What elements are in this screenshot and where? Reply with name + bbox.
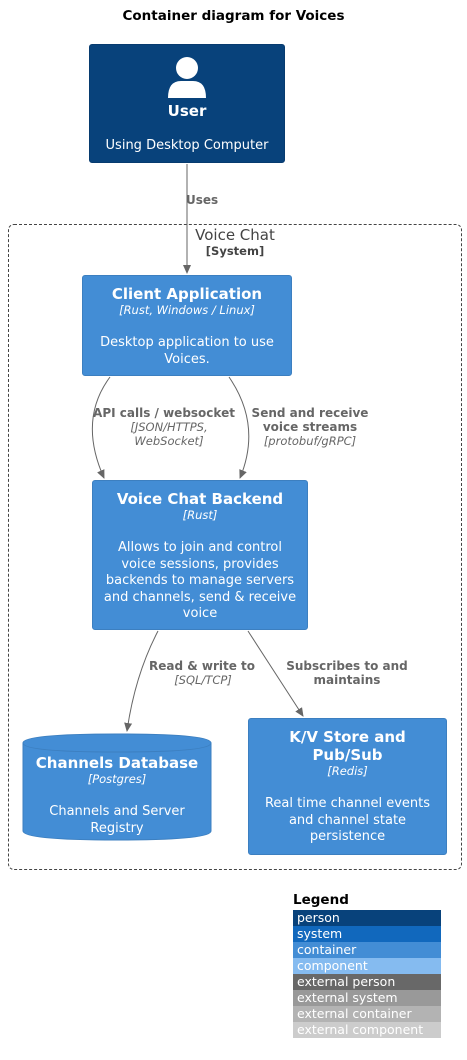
- database-tech: [Postgres]: [87, 772, 147, 786]
- system-boundary: [8, 224, 462, 870]
- diagram-title: Container diagram for Voices: [122, 8, 345, 24]
- client-description: Desktop application to use Voices.: [100, 335, 274, 367]
- user-description: Using Desktop Computer: [105, 138, 269, 153]
- legend-item: external system: [293, 990, 441, 1006]
- uses-label: Uses: [186, 193, 219, 207]
- user-name: User: [167, 102, 207, 120]
- legend-item: external container: [293, 1006, 441, 1022]
- backend-description: Allows to join and control voice session…: [103, 540, 297, 621]
- user-person[interactable]: User Using Desktop Computer: [89, 44, 285, 163]
- backend-name: Voice Chat Backend: [116, 490, 284, 508]
- voice-tech: [protobuf/gRPC]: [263, 434, 357, 448]
- api-relation-label: API calls / websocket [JSON/HTTPS, WebSo…: [84, 406, 244, 448]
- database-name: Channels Database: [35, 754, 199, 772]
- kvstore-description: Real time channel events and channel sta…: [264, 796, 431, 844]
- db-relation-label: Read & write to [SQL/TCP]: [140, 659, 264, 687]
- person-icon: [168, 57, 206, 98]
- api-arrow: [91, 376, 111, 479]
- legend-item: system: [293, 926, 441, 942]
- boundary-type: [System]: [205, 244, 265, 258]
- legend-item: container: [293, 942, 441, 958]
- client-tech: [Rust, Windows / Linux]: [119, 303, 255, 317]
- database-cylinder-icon: [22, 733, 212, 841]
- legend-item: person: [293, 910, 441, 926]
- client-name: Client Application: [111, 285, 263, 303]
- database-description: Channels and Server Registry: [49, 804, 185, 836]
- voice-chat-backend[interactable]: Voice Chat Backend [Rust] Allows to join…: [92, 480, 308, 630]
- backend-tech: [Rust]: [182, 508, 218, 522]
- voice-arrow: [228, 376, 250, 479]
- legend-item: external person: [293, 974, 441, 990]
- kvstore-tech: [Redis]: [327, 764, 368, 778]
- db-tech: [SQL/TCP]: [174, 673, 232, 687]
- api-label: API calls / websocket: [93, 406, 235, 420]
- db-label: Read & write to: [148, 659, 256, 673]
- kv-arrow: [247, 630, 304, 717]
- kv-label: Subscribes to and maintains: [286, 659, 408, 687]
- db-arrow: [124, 630, 159, 732]
- legend-item: external component: [293, 1022, 441, 1038]
- voice-relation-label: Send and receive voice streams [protobuf…: [244, 406, 376, 448]
- legend-item: component: [293, 958, 441, 974]
- api-tech: [JSON/HTTPS, WebSocket]: [130, 420, 208, 448]
- client-application[interactable]: Client Application [Rust, Windows / Linu…: [82, 275, 292, 376]
- legend-title: Legend: [293, 892, 349, 908]
- kvstore-name: K/V Store and Pub/Sub: [289, 728, 406, 764]
- voice-label: Send and receive voice streams: [251, 406, 369, 434]
- channels-database[interactable]: Channels Database [Postgres] Channels an…: [22, 754, 212, 837]
- kv-store[interactable]: K/V Store and Pub/Sub [Redis] Real time …: [248, 718, 447, 855]
- boundary-title: Voice Chat: [195, 226, 275, 244]
